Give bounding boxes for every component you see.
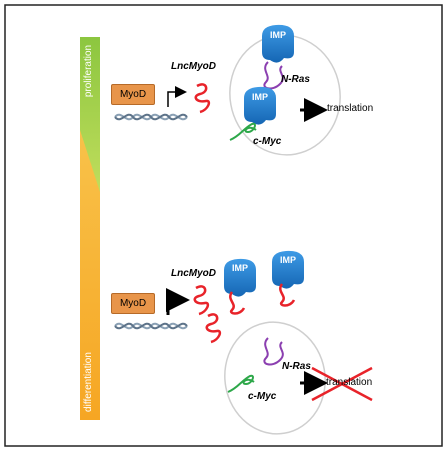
imp-protein-top-2 (244, 86, 276, 125)
imp-protein-bottom-2 (272, 250, 304, 289)
complex-ellipse-bottom (224, 321, 326, 435)
imp-protein-bottom-1 (224, 258, 256, 297)
translation-label-bottom: translation (326, 377, 373, 388)
blocked-cross (311, 366, 373, 402)
differentiation-label: differentiation (83, 352, 94, 412)
lncrna-top (194, 83, 211, 114)
nras-rna-bottom (263, 337, 284, 366)
imp-label-top-1: IMP (269, 30, 286, 40)
myod-box-bottom: MyoD (111, 293, 155, 314)
cmyc-label-top: c-Myc (253, 136, 282, 147)
nras-label-top: N-Ras (281, 74, 310, 85)
imp-protein-top-1 (262, 24, 294, 63)
frame-border (4, 4, 443, 447)
imp-label-bottom-1: IMP (231, 263, 248, 273)
imp-label-bottom-2: IMP (279, 255, 296, 265)
cmyc-label-bottom: c-Myc (248, 391, 277, 402)
lncrna-bottom-1 (193, 285, 210, 316)
transcription-arrow-bottom (166, 288, 190, 315)
transcription-arrow-top (167, 86, 187, 107)
imp-label-top-2: IMP (251, 92, 268, 102)
lncmyod-label-top: LncMyoD (171, 61, 216, 72)
lncrna-bottom-2 (205, 313, 222, 344)
lncmyod-label-bottom: LncMyoD (171, 268, 216, 279)
cmyc-rna-bottom (227, 374, 255, 393)
lncrna-bottom-4 (279, 283, 296, 307)
cmyc-rna-top (229, 122, 257, 141)
lncrna-bottom-3 (229, 291, 246, 315)
dna-helix-bottom (114, 322, 188, 330)
differentiation-bar (80, 130, 100, 420)
proliferation-label: proliferation (83, 44, 94, 98)
nras-label-bottom: N-Ras (282, 361, 311, 372)
translation-label-top: translation (327, 103, 374, 114)
dna-helix-top (114, 113, 188, 121)
myod-box-top: MyoD (111, 84, 155, 105)
